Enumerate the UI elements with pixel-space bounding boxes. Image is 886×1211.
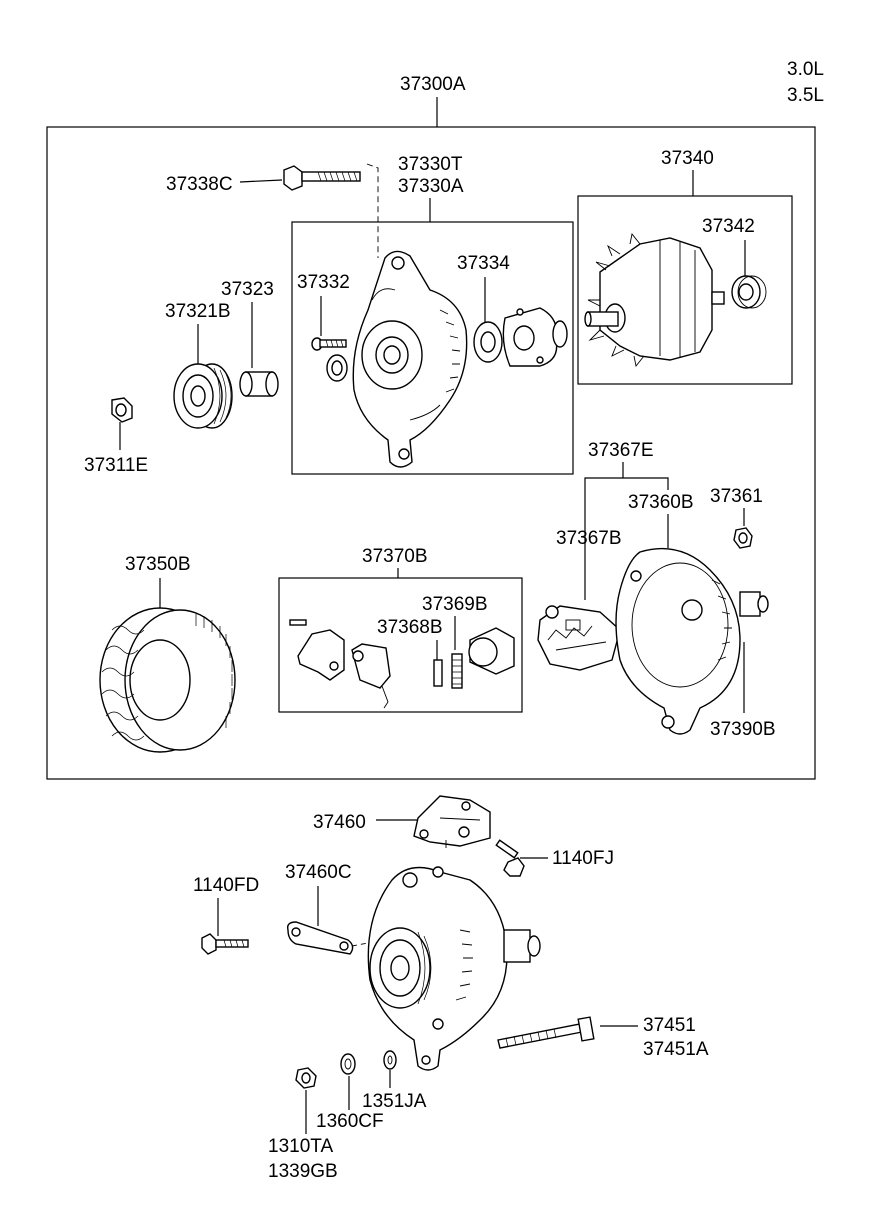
label-37460c: 37460C [285, 862, 352, 883]
label-37361: 37361 [710, 486, 763, 507]
label-1351ja: 1351JA [362, 1091, 427, 1112]
rotor-37340 [584, 232, 725, 368]
label-37451a: 37451A [643, 1039, 709, 1060]
label-1310ta: 1310TA [268, 1136, 333, 1157]
bearing-37342 [731, 275, 767, 309]
rectifier-37367 [537, 605, 621, 671]
brush-holder-parts-37370b [289, 619, 515, 709]
through-bolt-37451 [497, 1016, 595, 1049]
nut-37311e [111, 397, 133, 423]
spacer-37323 [239, 371, 279, 397]
label-37340: 37340 [661, 148, 714, 169]
screw-37332 [311, 337, 348, 382]
label-37338c: 37338C [166, 174, 233, 195]
label-37460: 37460 [313, 812, 366, 833]
label-37368b: 37368B [377, 617, 443, 638]
engine-variant-3-5l: 3.5L [787, 85, 824, 106]
alternator-assembly [367, 866, 541, 1071]
leader-37338c [239, 179, 283, 183]
washer-1351ja [383, 1050, 397, 1070]
stator-37350b [99, 607, 236, 753]
nut-37361 [733, 527, 753, 549]
label-37323: 37323 [221, 279, 274, 300]
pulley-37321b [173, 363, 233, 429]
leader-37367e [584, 462, 669, 600]
assembly-label: 37300A [400, 74, 466, 95]
label-37330a: 37330A [398, 176, 464, 197]
assembly-frame [46, 126, 816, 780]
washer-1360cf [340, 1053, 356, 1075]
bracket-37460 [413, 795, 491, 848]
label-37311e: 37311E [84, 455, 148, 476]
nut-1310ta [295, 1067, 317, 1089]
label-37367b: 37367B [556, 528, 622, 549]
label-1140fj: 1140FJ [552, 848, 614, 869]
label-37360b: 37360B [628, 492, 694, 513]
front-housing-box [291, 221, 574, 475]
label-37321b: 37321B [165, 301, 231, 322]
bolt-1140fd [201, 933, 249, 955]
label-1140fd: 1140FD [193, 875, 259, 896]
label-37370b: 37370B [362, 546, 428, 567]
label-37334: 37334 [457, 253, 510, 274]
bolt-dashed-guide [366, 163, 379, 258]
label-37367e: 37367E [588, 440, 654, 461]
bolt-37338c [283, 165, 361, 191]
label-37342: 37342 [702, 216, 755, 237]
engine-variant-3-0l: 3.0L [787, 59, 824, 80]
plate-37460c [286, 921, 354, 955]
label-37369b: 37369B [422, 594, 488, 615]
rotor-box [577, 195, 793, 385]
label-37451: 37451 [643, 1015, 696, 1036]
bolt-1140fj [495, 839, 525, 877]
label-1360cf: 1360CF [316, 1111, 384, 1132]
label-37350b: 37350B [125, 554, 191, 575]
brush-holder-box [278, 577, 523, 713]
bearing-37334 [473, 307, 568, 367]
label-37330t: 37330T [398, 154, 463, 175]
label-1339gb: 1339GB [268, 1161, 338, 1182]
rear-housing-37360b [615, 547, 769, 735]
label-37390b: 37390B [710, 719, 776, 740]
front-housing-37330 [352, 250, 468, 468]
label-37332: 37332 [297, 272, 350, 293]
